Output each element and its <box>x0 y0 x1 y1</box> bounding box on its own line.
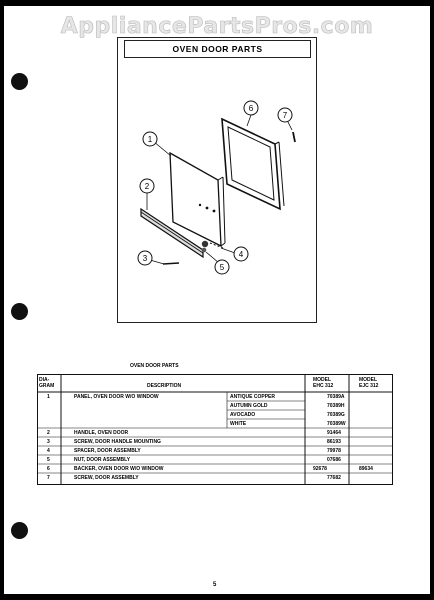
binder-hole <box>11 73 28 90</box>
table-grid <box>37 374 393 485</box>
svg-text:4: 4 <box>239 250 244 259</box>
parts-page <box>4 6 430 594</box>
binder-hole <box>11 522 28 539</box>
row-model1: 79978 <box>327 448 341 454</box>
row-desc: SCREW, DOOR HANDLE MOUNTING <box>74 439 161 445</box>
handle-screw-part <box>162 262 180 265</box>
row-dia: 3 <box>47 439 50 445</box>
row-dia: 7 <box>47 475 50 481</box>
header-description: DESCRIPTION <box>147 383 182 389</box>
svg-text:6: 6 <box>249 104 254 113</box>
parts-table: DIA- GRAM DESCRIPTION MODEL EHC 312 MODE… <box>37 374 393 485</box>
row-model1: 07686 <box>327 457 341 463</box>
page-number: 5 <box>213 582 217 588</box>
row-desc: BACKER, OVEN DOOR W/O WINDOW <box>74 466 164 472</box>
row-model2: 89634 <box>359 466 373 472</box>
callout-7: 7 <box>277 107 293 123</box>
spacer-part <box>201 240 209 248</box>
diagram-title: OVEN DOOR PARTS <box>124 40 311 58</box>
row-color: AVOCADO <box>230 412 256 418</box>
row-model1: 70389A <box>327 394 345 400</box>
callout-4: 4 <box>233 246 249 262</box>
door-screw-part <box>292 131 296 143</box>
row-desc: HANDLE, OVEN DOOR <box>74 430 129 436</box>
row-model1: 70389H <box>327 403 345 409</box>
svg-text:1: 1 <box>148 135 153 144</box>
row-desc: PANEL, OVEN DOOR W/O WINDOW <box>74 394 159 400</box>
svg-text:7: 7 <box>283 111 288 120</box>
row-color: WHITE <box>230 421 247 427</box>
door-handle-part <box>140 207 204 259</box>
door-panel-part <box>169 151 226 248</box>
row-dia: 2 <box>47 430 50 436</box>
row-desc: SCREW, DOOR ASSEMBLY <box>74 475 139 481</box>
watermark: AppliancePartsPros.com <box>60 14 374 40</box>
row-desc: SPACER, DOOR ASSEMBLY <box>74 448 141 454</box>
header-diagram: DIA- GRAM <box>39 377 55 389</box>
row-dia: 4 <box>47 448 50 454</box>
callout-1: 1 <box>142 131 158 147</box>
row-color: AUTUMN GOLD <box>230 403 268 409</box>
row-model1: 70389W <box>327 421 346 427</box>
door-backer-part <box>221 117 285 211</box>
svg-text:2: 2 <box>145 182 150 191</box>
row-model1: 86193 <box>327 439 341 445</box>
svg-text:3: 3 <box>143 254 148 263</box>
callout-2: 2 <box>139 178 155 194</box>
oven-door-exploded-drawing: 1 2 3 4 5 6 7 <box>137 100 296 275</box>
row-dia: 6 <box>47 466 50 472</box>
row-dia: 1 <box>47 394 50 400</box>
exploded-diagram-frame <box>117 37 317 323</box>
row-model1: 91464 <box>327 430 341 436</box>
row-model1: 70389G <box>327 412 345 418</box>
callout-6: 6 <box>243 100 259 116</box>
callout-5: 5 <box>214 259 230 275</box>
binder-hole <box>11 303 28 320</box>
row-model1: 77682 <box>327 475 341 481</box>
row-color: ANTIQUE COPPER <box>230 394 276 400</box>
row-model1: 92678 <box>313 466 327 472</box>
header-model-ejc: MODEL EJC 312 <box>359 377 379 389</box>
callout-3: 3 <box>137 250 153 266</box>
header-model-ehc: MODEL EHC 312 <box>313 377 334 389</box>
svg-text:5: 5 <box>220 263 225 272</box>
nut-part <box>201 247 207 253</box>
table-caption: OVEN DOOR PARTS <box>130 363 179 369</box>
row-dia: 5 <box>47 457 50 463</box>
row-desc: NUT, DOOR ASSEMBLY <box>74 457 131 463</box>
